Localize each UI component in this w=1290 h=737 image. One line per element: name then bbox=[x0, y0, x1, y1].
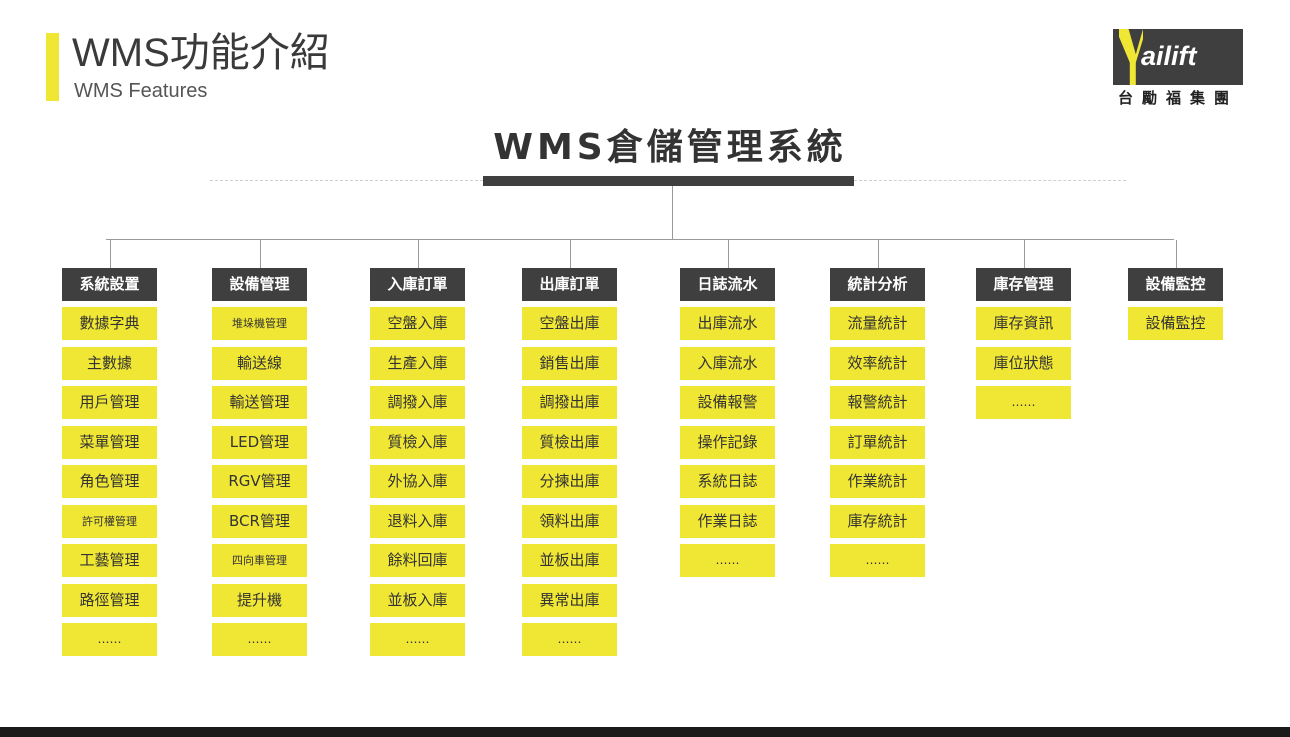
logo-wordmark: ailift bbox=[1141, 41, 1197, 71]
category-header: 統計分析 bbox=[830, 268, 925, 301]
feature-item: 路徑管理 bbox=[62, 584, 157, 617]
feature-item: 空盤入庫 bbox=[370, 307, 465, 340]
feature-item: 工藝管理 bbox=[62, 544, 157, 577]
feature-item: …… bbox=[976, 386, 1071, 419]
branch-connector bbox=[878, 240, 879, 268]
feature-item: 分揀出庫 bbox=[522, 465, 617, 498]
logo-subtitle: 台勵福集團 bbox=[1117, 89, 1238, 107]
feature-item: BCR管理 bbox=[212, 505, 307, 538]
feature-item: 操作記錄 bbox=[680, 426, 775, 459]
feature-item: 庫位狀態 bbox=[976, 347, 1071, 380]
feature-item: 外協入庫 bbox=[370, 465, 465, 498]
category-header: 入庫訂單 bbox=[370, 268, 465, 301]
feature-item: 訂單統計 bbox=[830, 426, 925, 459]
title-dashed-line-right bbox=[854, 180, 1126, 181]
feature-item: 銷售出庫 bbox=[522, 347, 617, 380]
feature-item: 庫存統計 bbox=[830, 505, 925, 538]
category-header: 出庫訂單 bbox=[522, 268, 617, 301]
feature-item: LED管理 bbox=[212, 426, 307, 459]
feature-item: 餘料回庫 bbox=[370, 544, 465, 577]
feature-item: 作業統計 bbox=[830, 465, 925, 498]
branch-connector bbox=[1176, 240, 1177, 268]
feature-item: 四向車管理 bbox=[212, 544, 307, 577]
category-header: 設備監控 bbox=[1128, 268, 1223, 301]
title-dashed-line-left bbox=[210, 180, 483, 181]
root-underline-bar bbox=[483, 176, 854, 186]
feature-item: …… bbox=[62, 623, 157, 656]
feature-item: 作業日誌 bbox=[680, 505, 775, 538]
feature-item: 生產入庫 bbox=[370, 347, 465, 380]
feature-item: 庫存資訊 bbox=[976, 307, 1071, 340]
feature-item: 並板入庫 bbox=[370, 584, 465, 617]
feature-item: 異常出庫 bbox=[522, 584, 617, 617]
feature-item: 用戶管理 bbox=[62, 386, 157, 419]
title-accent-bar bbox=[46, 33, 59, 101]
branch-connector bbox=[110, 240, 111, 268]
branch-bus-line bbox=[106, 239, 1174, 240]
feature-item: 退料入庫 bbox=[370, 505, 465, 538]
diagram-root-title: WMS倉儲管理系統 bbox=[493, 127, 847, 168]
feature-item: 流量統計 bbox=[830, 307, 925, 340]
feature-item: 提升機 bbox=[212, 584, 307, 617]
feature-item: 質檢出庫 bbox=[522, 426, 617, 459]
feature-item: …… bbox=[212, 623, 307, 656]
feature-item: 菜單管理 bbox=[62, 426, 157, 459]
category-header: 庫存管理 bbox=[976, 268, 1071, 301]
feature-item: 輸送線 bbox=[212, 347, 307, 380]
branch-connector bbox=[260, 240, 261, 268]
category-header: 設備管理 bbox=[212, 268, 307, 301]
bottom-frame-bar bbox=[0, 727, 1290, 737]
feature-item: 輸送管理 bbox=[212, 386, 307, 419]
page-title: WMS功能介紹 bbox=[72, 31, 330, 75]
feature-item: 空盤出庫 bbox=[522, 307, 617, 340]
feature-item: 入庫流水 bbox=[680, 347, 775, 380]
feature-item: 許可權管理 bbox=[62, 505, 157, 538]
feature-item: 效率統計 bbox=[830, 347, 925, 380]
feature-item: 質檢入庫 bbox=[370, 426, 465, 459]
feature-item: 調撥入庫 bbox=[370, 386, 465, 419]
feature-item: …… bbox=[680, 544, 775, 577]
feature-item: RGV管理 bbox=[212, 465, 307, 498]
branch-connector bbox=[418, 240, 419, 268]
feature-item: …… bbox=[370, 623, 465, 656]
page-subtitle: WMS Features bbox=[74, 80, 208, 102]
branch-connector bbox=[728, 240, 729, 268]
feature-item: 領料出庫 bbox=[522, 505, 617, 538]
feature-item: 角色管理 bbox=[62, 465, 157, 498]
branch-connector bbox=[1024, 240, 1025, 268]
feature-item: 堆垛機管理 bbox=[212, 307, 307, 340]
feature-item: 報警統計 bbox=[830, 386, 925, 419]
feature-item: 出庫流水 bbox=[680, 307, 775, 340]
branch-connector bbox=[570, 240, 571, 268]
feature-item: 系統日誌 bbox=[680, 465, 775, 498]
feature-item: 主數據 bbox=[62, 347, 157, 380]
category-header: 日誌流水 bbox=[680, 268, 775, 301]
feature-item: 數據字典 bbox=[62, 307, 157, 340]
feature-item: 並板出庫 bbox=[522, 544, 617, 577]
feature-item: …… bbox=[830, 544, 925, 577]
feature-item: 設備報警 bbox=[680, 386, 775, 419]
feature-item: 設備監控 bbox=[1128, 307, 1223, 340]
root-connector bbox=[672, 186, 673, 240]
feature-item: 調撥出庫 bbox=[522, 386, 617, 419]
company-logo: ailift 台勵福集團 bbox=[1113, 29, 1243, 107]
category-header: 系統設置 bbox=[62, 268, 157, 301]
feature-item: …… bbox=[522, 623, 617, 656]
